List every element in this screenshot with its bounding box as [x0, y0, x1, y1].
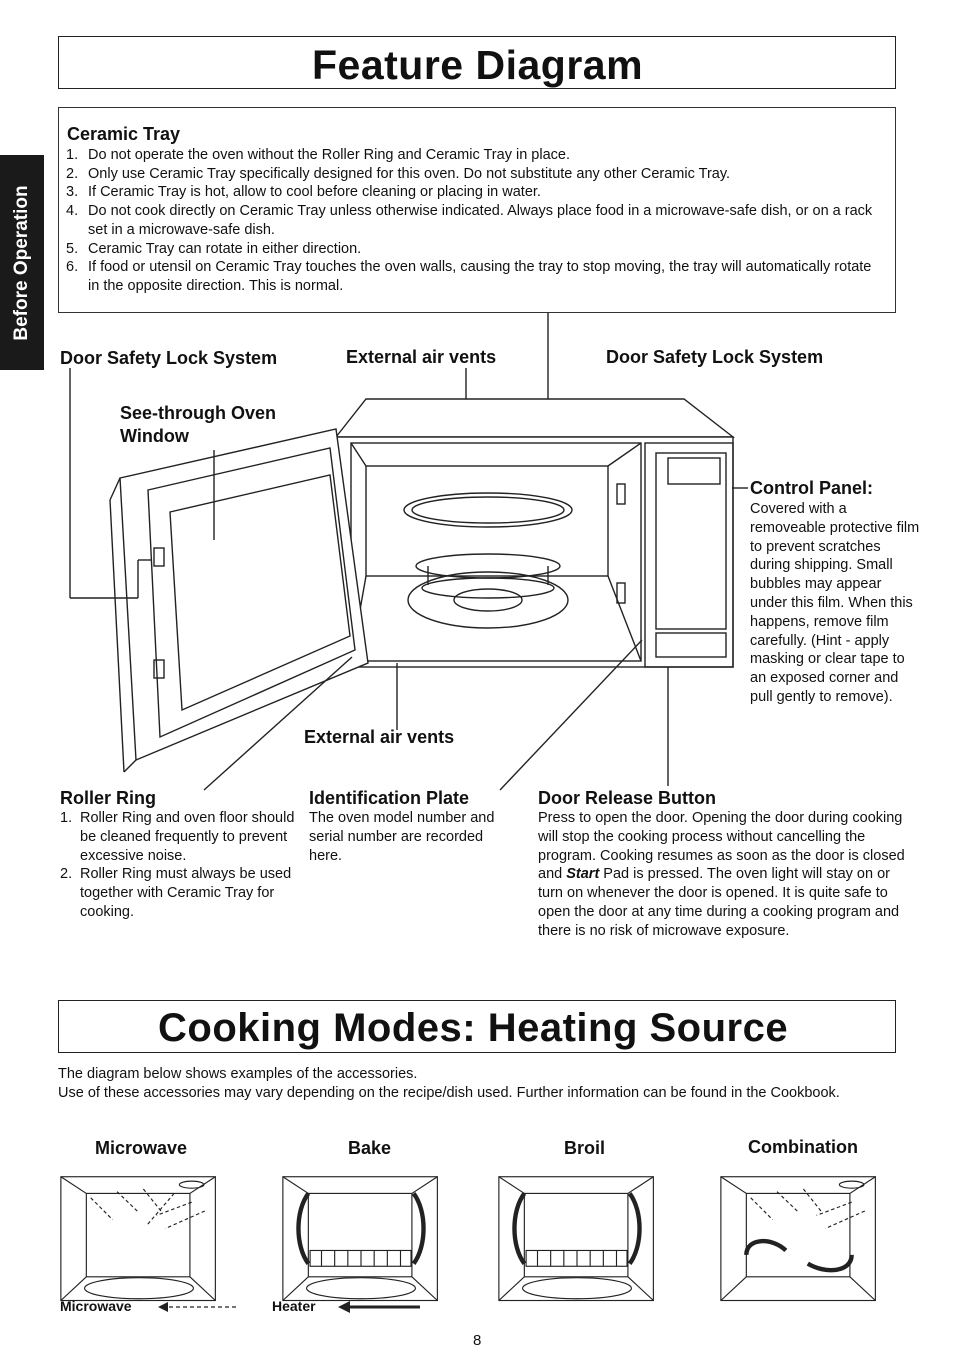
list-item: 1.Roller Ring and oven floor should be c… [60, 810, 295, 864]
ceramic-tray-box: Ceramic Tray 1.Do not operate the oven w… [58, 107, 896, 313]
ceramic-tray-list: 1.Do not operate the oven without the Ro… [66, 146, 886, 296]
control-panel-text: Covered with a removeable protective fil… [750, 501, 920, 705]
mode-label-microwave: Microwave [95, 1138, 188, 1158]
see-through-window-label-1: See-through Oven [120, 403, 277, 424]
cooking-intro: The diagram below shows examples of the … [58, 1065, 898, 1103]
identification-plate-heading: Identification Plate [309, 788, 470, 808]
feature-title: Feature Diagram [312, 42, 644, 88]
legend-microwave-arrow [158, 1302, 236, 1312]
legend-microwave-label: Microwave [60, 1298, 132, 1314]
door-safety-lock-left-label: Door Safety Lock System [60, 348, 278, 368]
list-item: 4.Do not cook directly on Ceramic Tray u… [66, 203, 873, 238]
feature-title-box [58, 36, 896, 89]
legend-heater-label: Heater [272, 1298, 316, 1314]
see-through-window-label-2: Window [120, 426, 189, 446]
ceramic-tray-heading: Ceramic Tray [67, 124, 181, 144]
list-item: 2.Roller Ring must always be used togeth… [60, 866, 292, 920]
mode-label-combination: Combination [748, 1137, 858, 1157]
side-tab: Before Operation [0, 155, 44, 370]
door-release-heading: Door Release Button [538, 788, 717, 808]
external-vents-top-label: External air vents [346, 347, 497, 367]
list-item: 3.If Ceramic Tray is hot, allow to cool … [66, 184, 541, 201]
legend-heater: Heater [272, 1298, 316, 1314]
broil-mode-diagram [498, 1176, 654, 1302]
list-item: 6.If food or utensil on Ceramic Tray tou… [66, 259, 872, 294]
start-pad-emphasis: Start [566, 866, 600, 883]
list-item: 5.Ceramic Tray can rotate in either dire… [66, 240, 362, 257]
legend-heater-arrow [338, 1301, 420, 1313]
oven-diagram [69, 313, 748, 791]
legend-microwave: Microwave [60, 1298, 132, 1314]
mode-label-bake: Bake [348, 1138, 392, 1158]
control-panel-heading: Control Panel: [750, 478, 874, 498]
cooking-title: Cooking Modes: Heating Source [158, 1006, 789, 1050]
identification-plate-block: Identification Plate The oven model numb… [309, 788, 514, 865]
external-vents-bottom-label: External air vents [304, 727, 455, 747]
roller-ring-block: Roller Ring 1.Roller Ring and oven floor… [60, 788, 300, 922]
identification-plate-text: The oven model number and serial number … [309, 810, 495, 864]
list-item: 2.Only use Ceramic Tray specifically des… [66, 165, 731, 182]
door-safety-lock-right-label: Door Safety Lock System [606, 347, 824, 367]
control-panel-block: Control Panel: Covered with a removeable… [750, 478, 922, 707]
microwave-mode-diagram [60, 1176, 216, 1302]
list-item: 1.Do not operate the oven without the Ro… [66, 147, 570, 163]
cooking-intro-line-2: Use of these accessories may vary depend… [58, 1084, 840, 1101]
mode-label-broil: Broil [564, 1138, 606, 1158]
roller-ring-list: 1.Roller Ring and oven floor should be c… [60, 809, 300, 922]
roller-ring-heading: Roller Ring [60, 788, 157, 808]
combination-mode-diagram [720, 1176, 876, 1302]
cooking-title-box [58, 1000, 896, 1053]
page-number: 8 [473, 1332, 482, 1349]
bake-mode-diagram [282, 1176, 438, 1302]
cooking-intro-line-1: The diagram below shows examples of the … [58, 1066, 418, 1082]
door-release-text: Press to open the door. Opening the door… [538, 810, 905, 939]
door-release-block: Door Release Button Press to open the do… [538, 788, 910, 941]
